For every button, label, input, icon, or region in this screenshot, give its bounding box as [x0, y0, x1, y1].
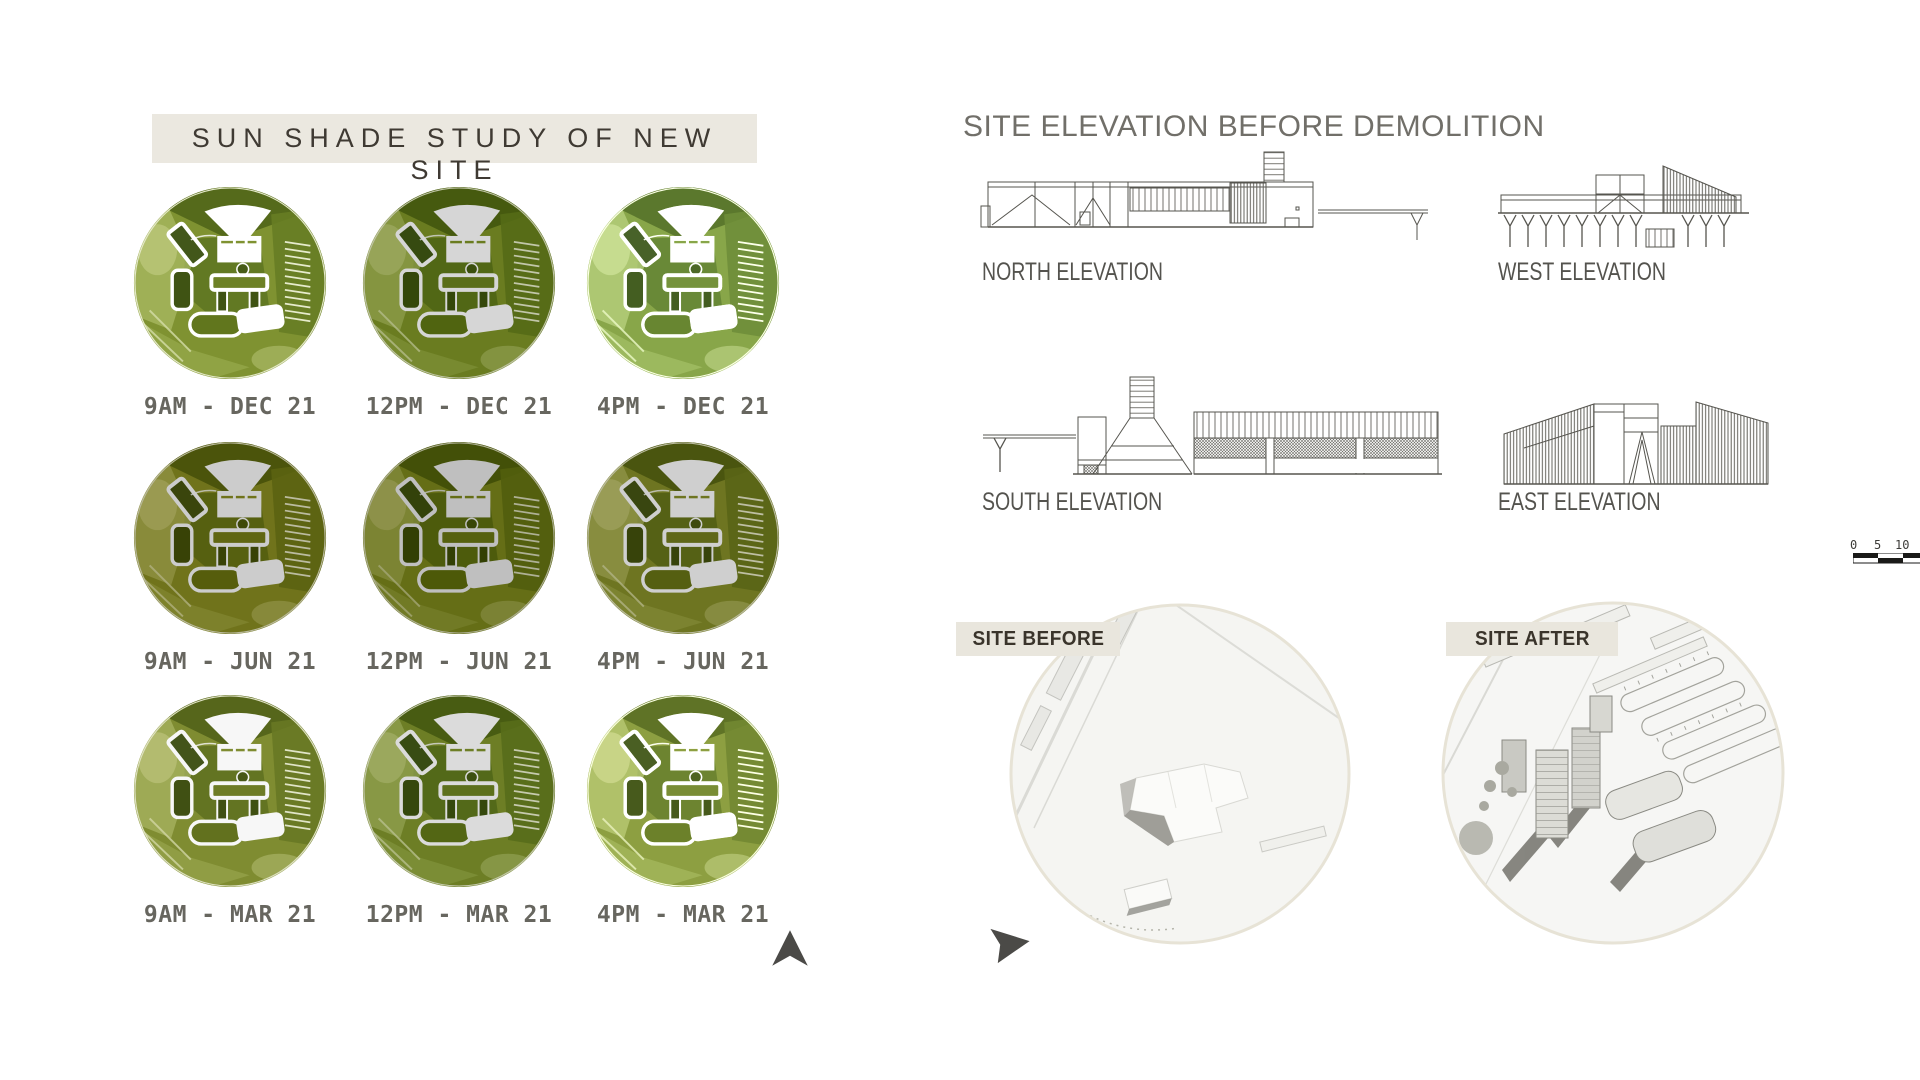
site-plan-thumbnail	[361, 440, 557, 636]
sun-study-cell: 4PM - DEC 21	[585, 185, 781, 420]
site-plan-thumbnail	[585, 693, 781, 889]
sun-study-cell: 9AM - MAR 21	[132, 693, 328, 928]
sun-study-time-label: 9AM - MAR 21	[143, 902, 317, 928]
elevation-label-east: EAST ELEVATION	[1498, 488, 1661, 516]
sun-study-time-label: 12PM - DEC 21	[365, 394, 553, 420]
site-after-render	[1441, 601, 1785, 945]
elevation-label-south: SOUTH ELEVATION	[982, 488, 1163, 516]
site-plan-thumbnail	[132, 185, 328, 381]
scale-tick: 5	[1874, 538, 1882, 552]
site-plan-thumbnail	[361, 185, 557, 381]
site-after-band: SITE AFTER	[1446, 622, 1618, 656]
site-plan-thumbnail	[361, 693, 557, 889]
sun-study-cell: 12PM - MAR 21	[361, 693, 557, 928]
scale-bar-graphic	[1853, 553, 1920, 564]
page-cursor-arrow-icon[interactable]	[988, 926, 1032, 966]
sun-study-cell: 9AM - DEC 21	[132, 185, 328, 420]
sun-study-time-label: 12PM - JUN 21	[365, 649, 553, 675]
site-plan-thumbnail	[585, 440, 781, 636]
sun-study-time-label: 4PM - JUN 21	[596, 649, 770, 675]
site-plan-thumbnail	[132, 693, 328, 889]
sun-study-cell: 4PM - MAR 21	[585, 693, 781, 928]
scale-tick: 10	[1895, 538, 1910, 552]
sun-study-time-label: 9AM - DEC 21	[143, 394, 317, 420]
scale-tick: 0	[1850, 538, 1858, 552]
site-after-label: SITE AFTER	[1474, 627, 1590, 650]
page-title: SUN SHADE STUDY OF NEW SITE	[191, 123, 718, 185]
page-left: SUN SHADE STUDY OF NEW SITE 9AM - DEC 21…	[0, 0, 880, 1080]
page-right: SITE ELEVATION BEFORE DEMOLITION	[880, 0, 1920, 1080]
site-plan-thumbnail	[132, 440, 328, 636]
left-title-band: SUN SHADE STUDY OF NEW SITE	[152, 114, 757, 185]
sun-study-cell: 12PM - JUN 21	[361, 440, 557, 675]
sun-study-cell: 4PM - JUN 21	[585, 440, 781, 675]
sun-study-cell: 12PM - DEC 21	[361, 185, 557, 420]
next-page-arrow-icon[interactable]	[770, 928, 810, 968]
site-plan-thumbnail	[585, 185, 781, 381]
scale-bar: 0 5 10 20 30 40M	[1850, 538, 1920, 570]
sun-study-cell: 9AM - JUN 21	[132, 440, 328, 675]
sun-study-time-label: 4PM - DEC 21	[596, 394, 770, 420]
sun-study-time-label: 12PM - MAR 21	[365, 902, 553, 928]
elevation-label-north: NORTH ELEVATION	[982, 258, 1163, 286]
right-page-title: SITE ELEVATION BEFORE DEMOLITION	[963, 110, 1545, 143]
elevation-label-west: WEST ELEVATION	[1498, 258, 1666, 286]
west-elevation-drawing	[1498, 165, 1749, 248]
south-elevation-drawing	[983, 376, 1442, 475]
east-elevation-drawing	[1503, 401, 1769, 485]
site-before-label: SITE BEFORE	[972, 627, 1104, 650]
north-elevation-drawing	[980, 151, 1428, 240]
sun-study-time-label: 4PM - MAR 21	[596, 902, 770, 928]
site-before-band: SITE BEFORE	[956, 622, 1120, 656]
sun-study-time-label: 9AM - JUN 21	[143, 649, 317, 675]
